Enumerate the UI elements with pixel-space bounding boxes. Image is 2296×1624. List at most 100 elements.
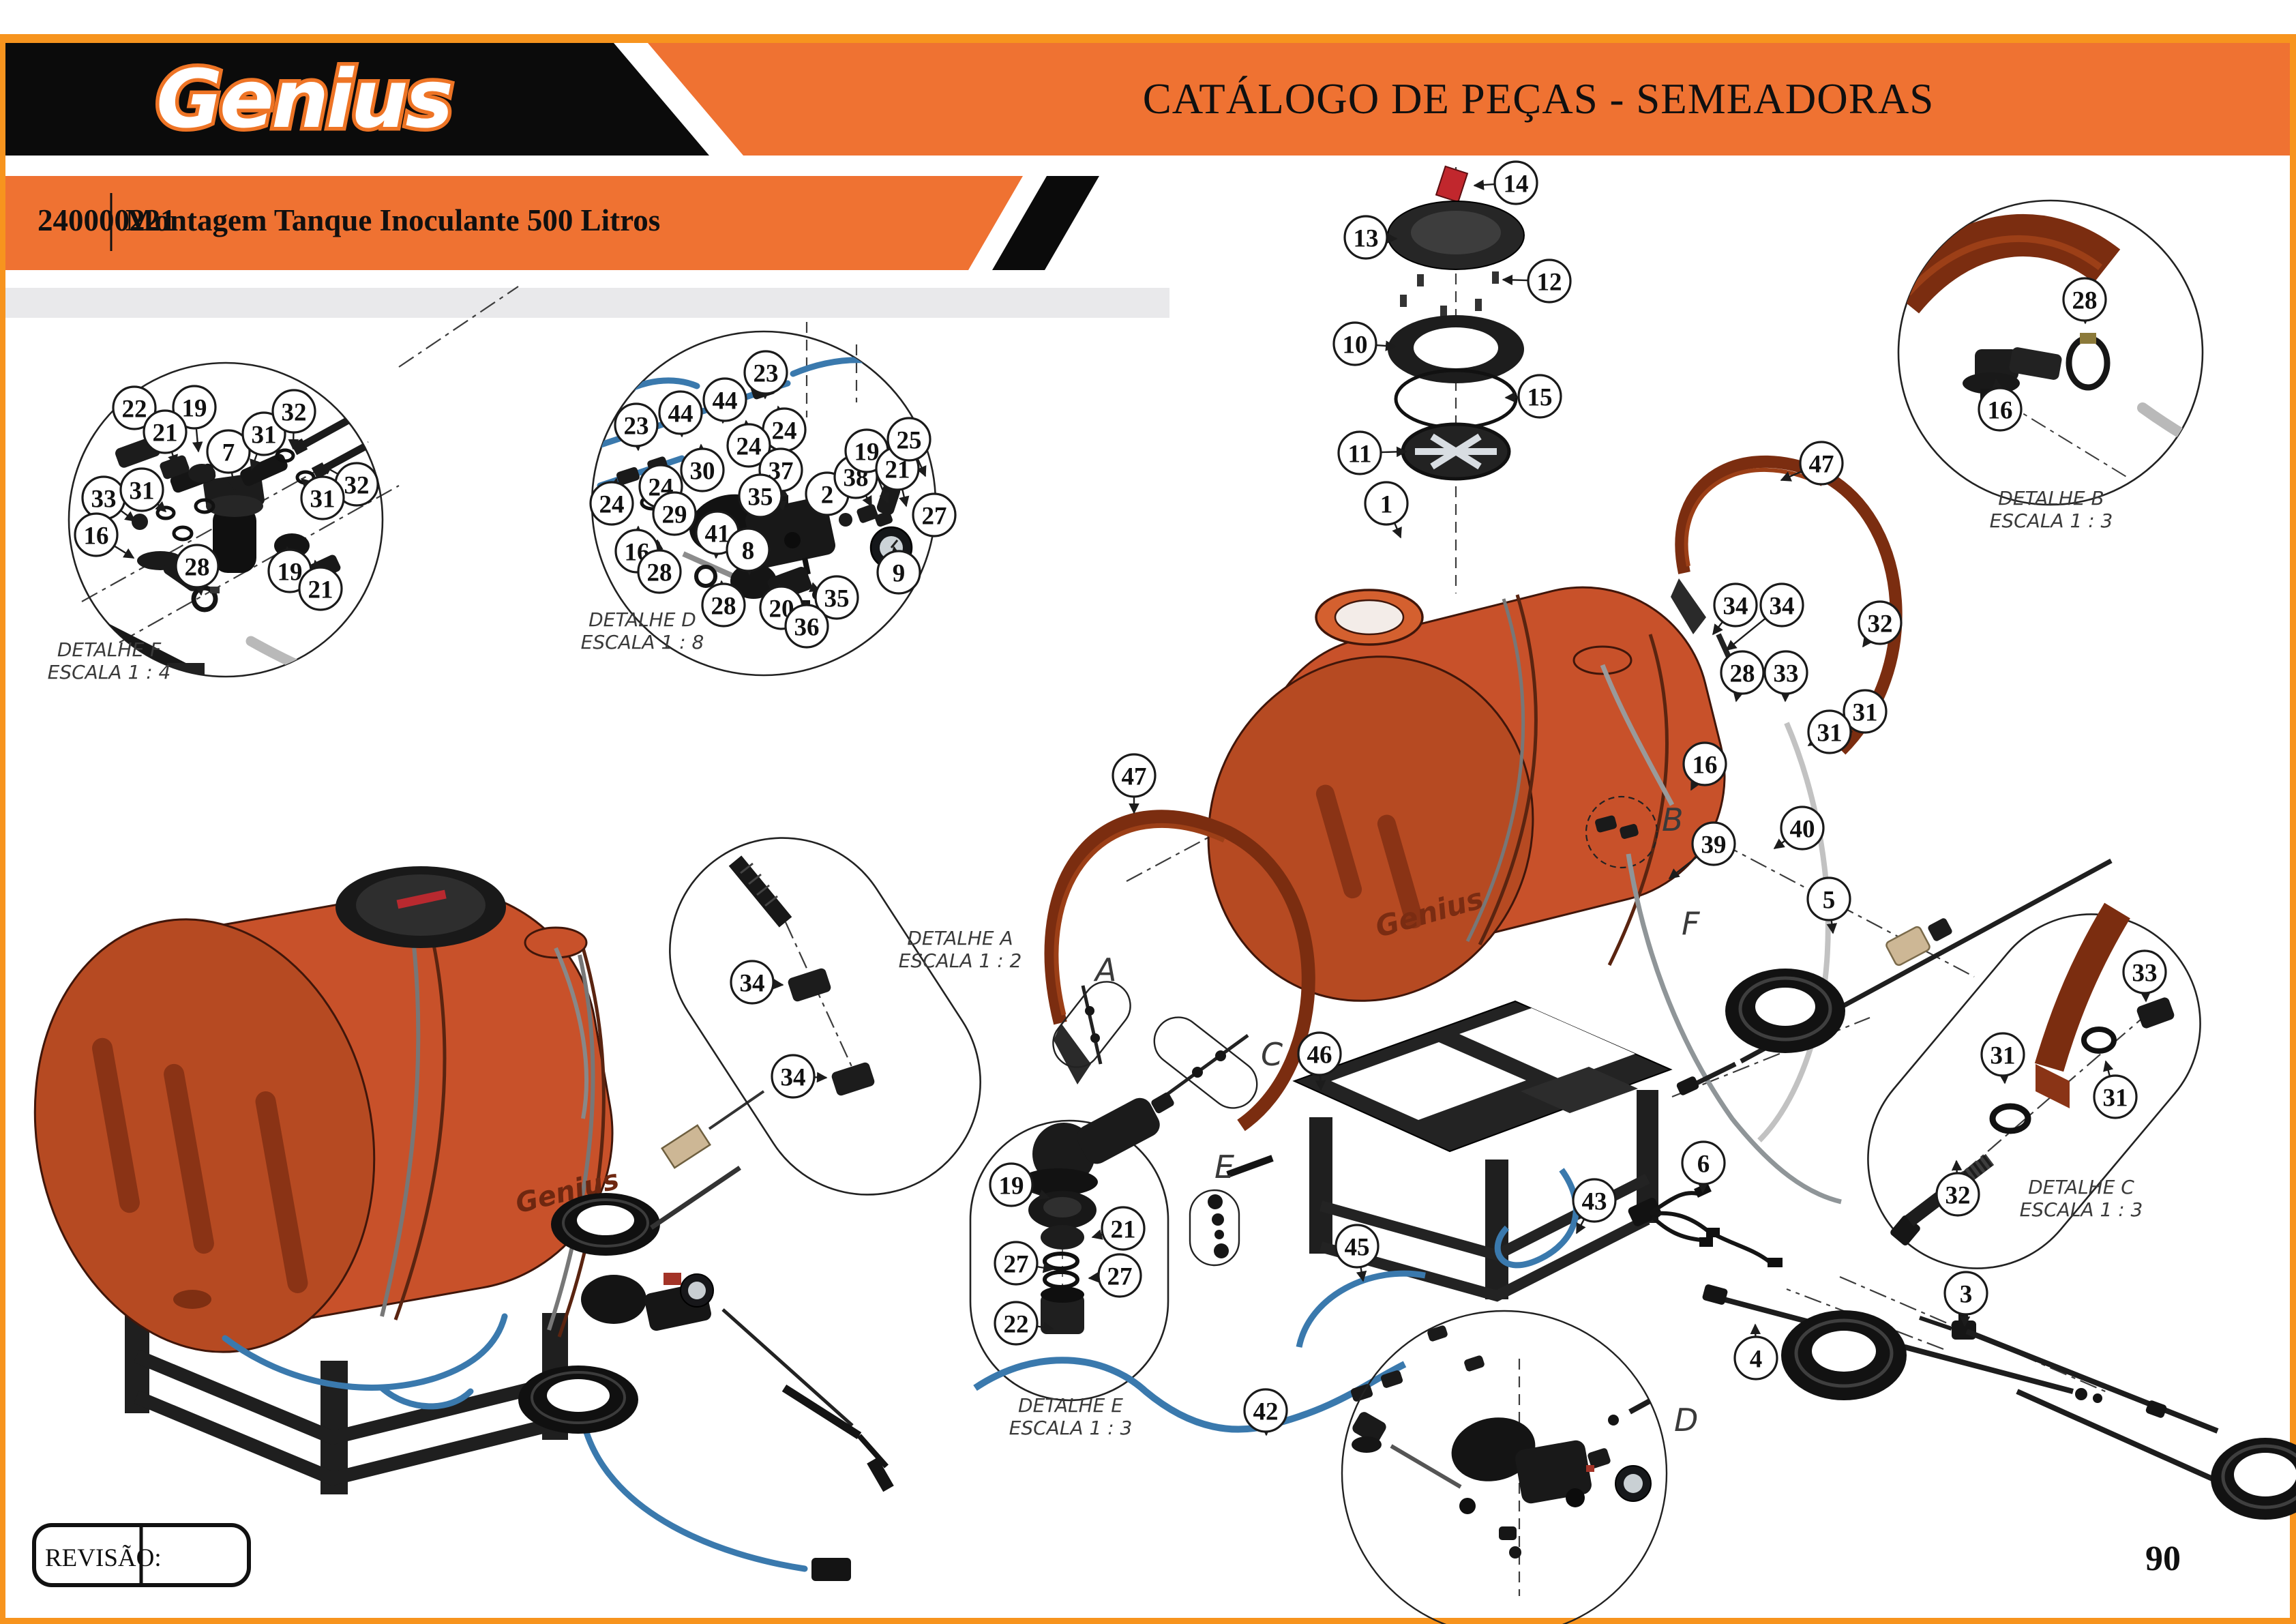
part-balloon-43 bbox=[1572, 1178, 1617, 1223]
balloon-leader-19 bbox=[1030, 1190, 1050, 1200]
subheader-black-flag bbox=[992, 176, 1099, 270]
zone-letter-B: B bbox=[1662, 801, 1684, 838]
part-balloon-34 bbox=[1713, 582, 1758, 628]
part-balloon-number-31: 31 bbox=[1817, 719, 1843, 747]
nut bbox=[831, 1062, 875, 1096]
o-ring bbox=[1043, 1252, 1079, 1271]
part-balloon-number-9: 9 bbox=[893, 559, 906, 587]
part-balloon-21 bbox=[298, 566, 343, 611]
part-balloon-24 bbox=[726, 423, 771, 468]
part-balloon-1 bbox=[1364, 481, 1409, 526]
part-balloon-11 bbox=[1337, 430, 1382, 475]
part-balloon-34 bbox=[730, 960, 775, 1005]
part-balloon-number-31: 31 bbox=[310, 485, 336, 513]
adapter bbox=[1041, 1225, 1084, 1250]
header-bar: CATÁLOGO DE PEÇAS - SEMEADORAS Genius bbox=[5, 43, 2290, 156]
part-balloon-number-24: 24 bbox=[772, 417, 797, 445]
part-balloon-31 bbox=[2093, 1074, 2138, 1119]
part-balloon-number-1: 1 bbox=[1380, 490, 1393, 518]
part-balloon-4 bbox=[1733, 1335, 1778, 1381]
part-balloon-27 bbox=[994, 1241, 1039, 1286]
wire-harness bbox=[1628, 1183, 1783, 1267]
zone-b-circle bbox=[1585, 795, 1658, 869]
part-balloon-22 bbox=[994, 1301, 1039, 1346]
strap-buckle bbox=[1054, 1023, 1091, 1084]
tank-strap-left bbox=[1044, 810, 1315, 1132]
part-balloon-number-23: 23 bbox=[624, 412, 649, 440]
balloon-leader-31 bbox=[300, 477, 312, 490]
hose-piece bbox=[2137, 402, 2203, 477]
part-balloon-number-28: 28 bbox=[185, 553, 210, 581]
part-balloon-number-16: 16 bbox=[1693, 751, 1718, 779]
part-balloon-number-47: 47 bbox=[1809, 450, 1834, 478]
balloon-leader-15 bbox=[1504, 392, 1519, 403]
gray-band bbox=[5, 288, 1169, 318]
filter-assembly bbox=[170, 454, 288, 573]
part-balloon-19 bbox=[172, 385, 217, 430]
balloon-leader-31 bbox=[155, 501, 167, 513]
detail-a bbox=[669, 837, 981, 1196]
part-balloon-number-34: 34 bbox=[781, 1063, 806, 1091]
nut bbox=[2136, 997, 2175, 1029]
part-balloon-number-28: 28 bbox=[647, 559, 672, 587]
washer bbox=[2081, 1027, 2117, 1054]
hose-45 bbox=[1296, 1270, 1426, 1348]
inline-valve bbox=[1885, 926, 1930, 966]
hose-clamp bbox=[2066, 333, 2111, 391]
o-ring bbox=[1043, 1270, 1079, 1289]
part-balloon-46 bbox=[1297, 1031, 1342, 1076]
part-balloon-28 bbox=[637, 549, 682, 594]
zone-letter-E: E bbox=[1214, 1149, 1234, 1185]
part-balloon-number-42: 42 bbox=[1253, 1398, 1279, 1426]
coiled-hose bbox=[2211, 1438, 2296, 1520]
part-balloon-31 bbox=[300, 475, 345, 520]
part-balloon-number-35: 35 bbox=[824, 585, 850, 612]
lid-screws bbox=[1400, 271, 1499, 318]
nut bbox=[788, 968, 831, 1002]
spray-gun bbox=[721, 1308, 894, 1581]
part-balloon-44 bbox=[658, 390, 703, 435]
assembled-unit-left: Genius bbox=[33, 866, 894, 1581]
part-balloon-number-24: 24 bbox=[599, 490, 625, 518]
part-balloon-number-33: 33 bbox=[1774, 660, 1799, 688]
pump-exploded bbox=[1352, 1376, 1667, 1559]
zone-c-capsule bbox=[1151, 1016, 1258, 1114]
part-balloon-number-22: 22 bbox=[1004, 1310, 1029, 1338]
zone-a-capsule bbox=[1052, 981, 1131, 1068]
part-balloon-number-19: 19 bbox=[278, 558, 303, 586]
part-description: Montagem Tanque Inoculante 500 Litros bbox=[125, 203, 660, 237]
part-balloon-30 bbox=[680, 447, 725, 492]
part-balloon-13 bbox=[1343, 215, 1388, 260]
balloon-leader-16 bbox=[113, 545, 135, 559]
detail-c bbox=[1867, 902, 2201, 1269]
part-balloon-29 bbox=[652, 491, 697, 536]
left-tank: Genius bbox=[33, 866, 622, 1353]
part-balloon-21 bbox=[143, 409, 188, 454]
part-balloon-35 bbox=[738, 473, 783, 518]
zone-letter-C: C bbox=[1261, 1036, 1283, 1073]
tank-strap-line bbox=[547, 954, 595, 1331]
part-balloon-number-11: 11 bbox=[1348, 440, 1372, 468]
balloon-leader-34 bbox=[1712, 621, 1724, 636]
balloon-leader-16 bbox=[1690, 778, 1701, 791]
part-balloon-47 bbox=[1112, 753, 1157, 798]
part-balloon-28 bbox=[175, 544, 220, 589]
part-balloon-number-13: 13 bbox=[1354, 224, 1379, 252]
part-balloon-number-32: 32 bbox=[282, 398, 307, 426]
part-balloon-number-31: 31 bbox=[1991, 1042, 2016, 1069]
part-balloon-23 bbox=[743, 350, 788, 395]
part-balloon-number-39: 39 bbox=[1701, 831, 1727, 859]
part-balloon-number-32: 32 bbox=[344, 471, 370, 499]
part-balloon-16 bbox=[1978, 387, 2023, 432]
part-balloon-33 bbox=[1763, 650, 1808, 695]
balloon-leader-45 bbox=[1356, 1267, 1367, 1282]
part-balloon-number-21: 21 bbox=[153, 419, 178, 447]
revision-box: REVISÃO: bbox=[32, 1523, 251, 1587]
balloon-leader-31 bbox=[250, 453, 260, 471]
part-balloon-10 bbox=[1332, 321, 1377, 366]
part-balloon-32 bbox=[1858, 600, 1903, 645]
